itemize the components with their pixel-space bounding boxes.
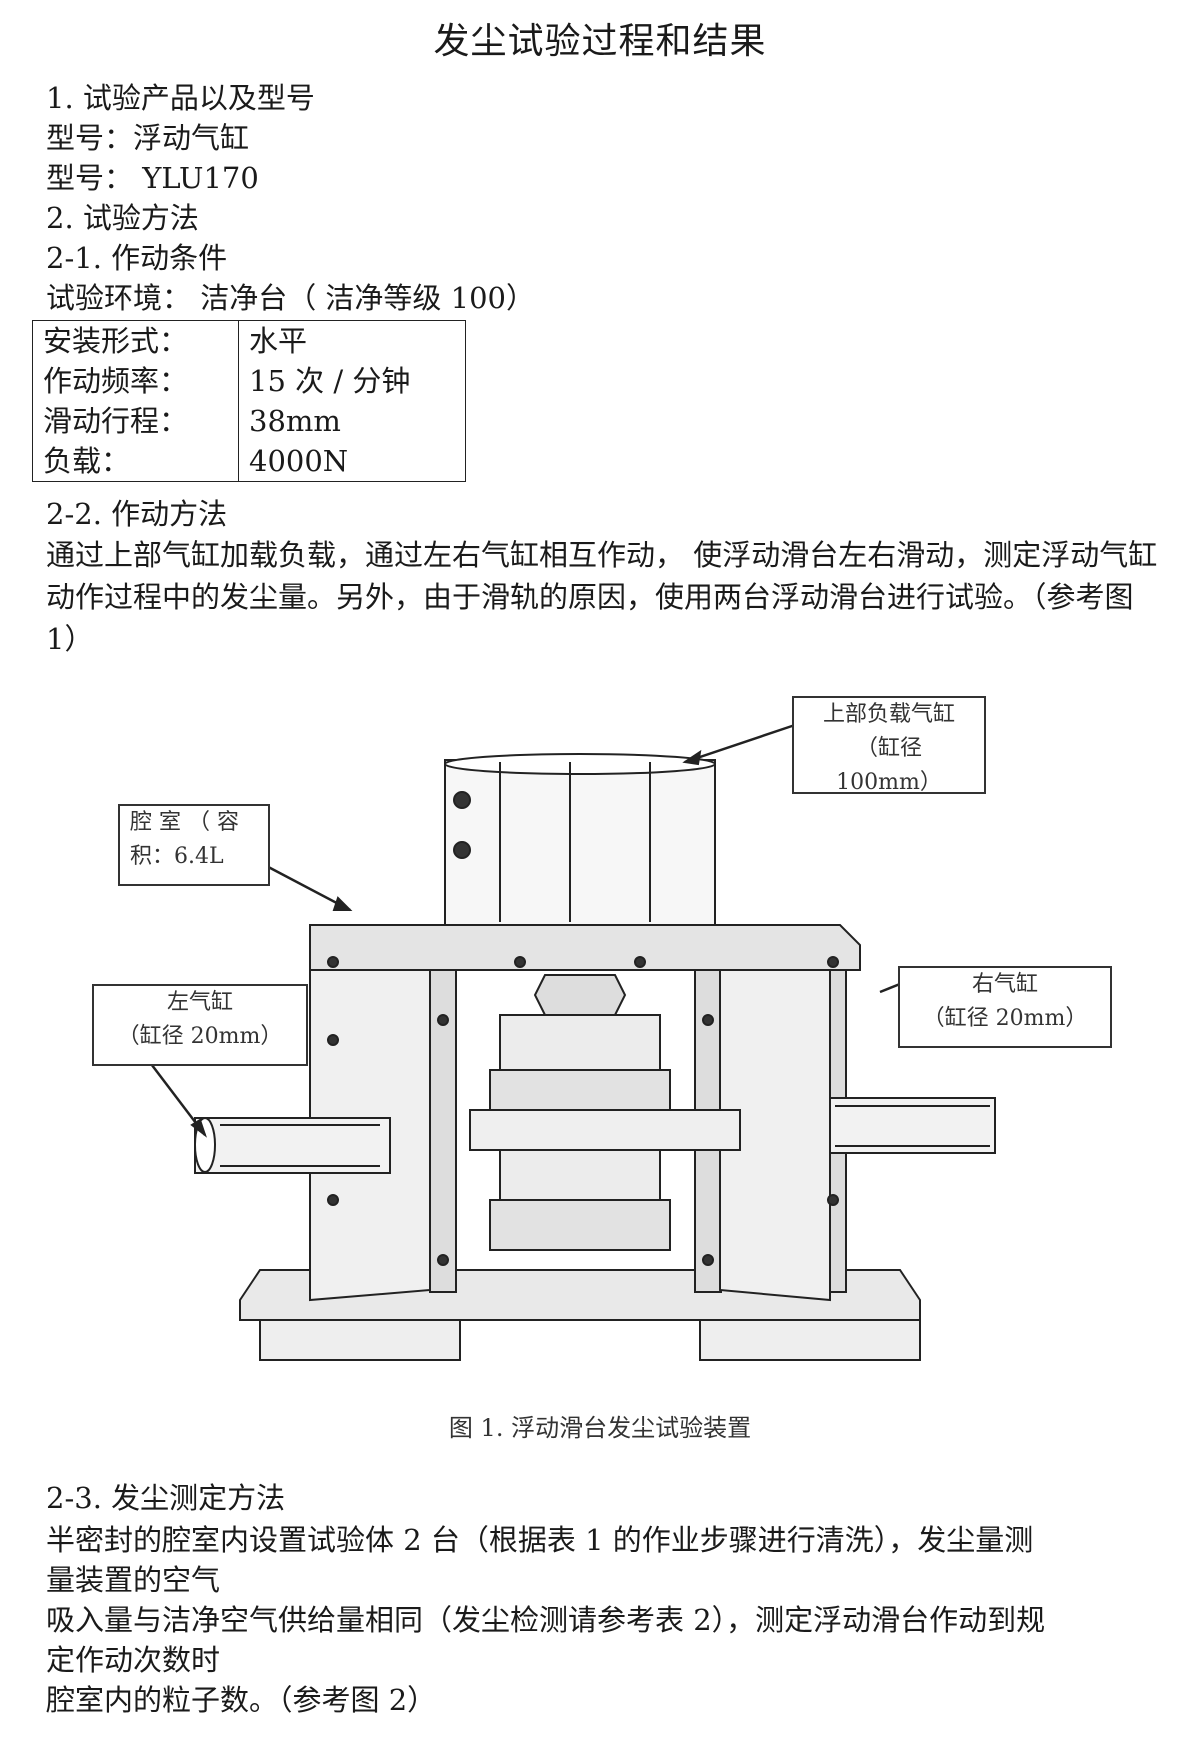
callout-line: 右气缸 bbox=[971, 972, 1038, 997]
figure-caption: 图 1. 浮动滑台发尘试验装置 bbox=[448, 1414, 752, 1442]
apparatus-drawing bbox=[94, 723, 996, 1361]
section3-line: 腔室内的粒子数。（参考图 2） bbox=[46, 1683, 437, 1717]
model-name: 型号：浮动气缸 bbox=[46, 121, 250, 155]
callout-upper-cylinder: 上部负载气缸 （缸径 100mm） bbox=[792, 696, 986, 795]
callout-left-cylinder: 左气缸 （缸径 20mm） bbox=[92, 984, 308, 1066]
section3-line: 定作动次数时 bbox=[46, 1643, 221, 1677]
row-value: 4000N bbox=[238, 441, 466, 482]
document-title: 发尘试验过程和结果 bbox=[433, 21, 767, 62]
row-value: 38mm bbox=[238, 401, 466, 441]
callout-line: （缸径 20mm） bbox=[922, 1006, 1088, 1031]
row-value: 水平 bbox=[238, 320, 466, 361]
callout-line: 腔 室 （ 容 bbox=[130, 810, 239, 835]
section3-line: 吸入量与洁净空气供给量相同（发尘检测请参考表 2），测定浮动滑台作动到规 bbox=[46, 1603, 1046, 1637]
sub1-heading: 2-1. 作动条件 bbox=[46, 241, 228, 275]
row-label: 负载： bbox=[32, 441, 239, 482]
figure-test-apparatus: 上部负载气缸 （缸径 100mm） 腔 室 （ 容 积：6.4L 左气缸 （缸径… bbox=[0, 696, 1200, 1460]
callout-line: （缸径 bbox=[855, 736, 922, 761]
row-label: 滑动行程： bbox=[32, 401, 239, 441]
callout-line: 左气缸 bbox=[166, 990, 233, 1015]
callout-line: （缸径 20mm） bbox=[117, 1024, 283, 1049]
table-row: 作动频率： 15 次 / 分钟 bbox=[32, 361, 466, 401]
row-value: 15 次 / 分钟 bbox=[238, 361, 466, 401]
callout-line: 100mm） bbox=[836, 770, 942, 795]
row-label: 作动频率： bbox=[32, 361, 239, 401]
callout-line: 积：6.4L bbox=[130, 844, 224, 869]
sub2-paragraph: 通过上部气缸加载负载，通过左右气缸相互作动， 使浮动滑台左右滑动，测定浮动气缸动… bbox=[46, 538, 1158, 656]
sub2-heading: 2-2. 作动方法 bbox=[46, 497, 228, 531]
section3-heading: 2-3. 发尘测定方法 bbox=[46, 1481, 286, 1515]
table-row: 安装形式： 水平 bbox=[32, 320, 466, 361]
callout-right-cylinder: 右气缸 （缸径 20mm） bbox=[898, 966, 1112, 1048]
callout-chamber: 腔 室 （ 容 积：6.4L bbox=[118, 804, 270, 886]
row-label: 安装形式： bbox=[32, 320, 239, 361]
section2-heading: 2. 试验方法 bbox=[46, 201, 199, 235]
table-row: 滑动行程： 38mm bbox=[32, 401, 466, 441]
section3-line: 半密封的腔室内设置试验体 2 台（根据表 1 的作业步骤进行清洗），发尘量测 bbox=[46, 1523, 1034, 1557]
condition-table: 安装形式： 水平 作动频率： 15 次 / 分钟 滑动行程： 38mm 负载： … bbox=[32, 320, 466, 482]
model-code: 型号： YLU170 bbox=[46, 161, 259, 195]
section3-line: 量装置的空气 bbox=[46, 1563, 221, 1597]
section1-heading: 1. 试验产品以及型号 bbox=[46, 81, 315, 115]
test-environment: 试验环境： 洁净台（ 洁净等级 100） bbox=[46, 281, 536, 315]
table-row: 负载： 4000N bbox=[32, 441, 466, 482]
callout-line: 上部负载气缸 bbox=[822, 702, 955, 727]
